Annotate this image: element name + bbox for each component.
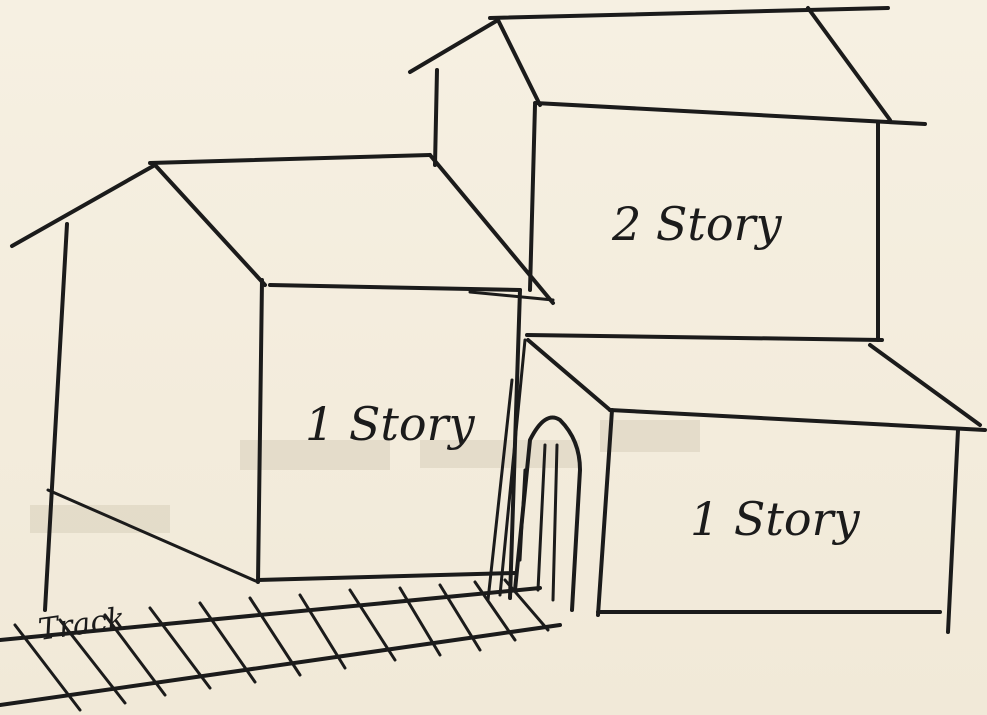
railroad-track	[0, 580, 560, 710]
label-right-building: 1 Story	[690, 492, 861, 546]
label-track: Track	[36, 601, 127, 648]
label-upper-building: 2 Story	[611, 197, 783, 251]
label-left-building: 1 Story	[305, 397, 476, 451]
left-building	[12, 155, 553, 610]
doorway	[488, 340, 580, 610]
right-building	[528, 340, 985, 632]
